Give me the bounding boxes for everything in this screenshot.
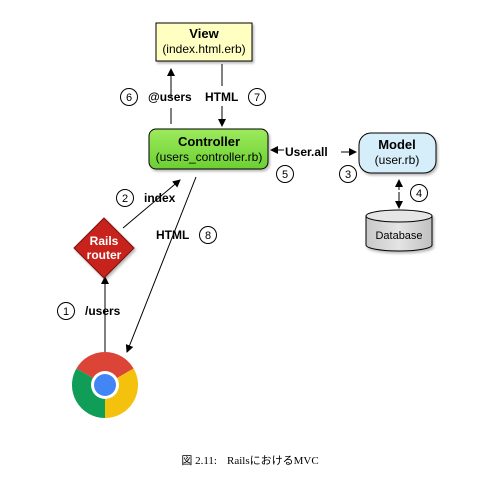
arrow-router-to-controller bbox=[122, 179, 181, 229]
step-3-marker: 3 bbox=[339, 165, 357, 183]
users-request-label: /users bbox=[85, 304, 121, 318]
database-label: Database bbox=[375, 230, 422, 242]
step-7-marker: 7 bbox=[248, 88, 266, 106]
view-node: View (index.html.erb) bbox=[155, 22, 253, 62]
step-4-number: 4 bbox=[416, 188, 422, 200]
response-html-label: HTML bbox=[156, 228, 189, 242]
figure-title: RailsにおけるMVC bbox=[226, 455, 319, 467]
figure-caption: 図 2.11: RailsにおけるMVC bbox=[0, 452, 500, 468]
view-subtitle: (index.html.erb) bbox=[162, 42, 245, 56]
router-label-line1: Rails bbox=[90, 234, 119, 248]
step-5-marker: 5 bbox=[276, 165, 294, 183]
controller-node: Controller (users_controller.rb) bbox=[148, 128, 269, 170]
step-1-number: 1 bbox=[63, 306, 69, 318]
step-4-marker: 4 bbox=[410, 184, 428, 202]
mvc-diagram: View (index.html.erb) Controller (users_… bbox=[57, 22, 437, 419]
user-all-label: User.all bbox=[285, 145, 328, 159]
step-6-number: 6 bbox=[126, 92, 132, 104]
step-8-marker: 8 bbox=[199, 226, 217, 244]
step-2-marker: 2 bbox=[116, 189, 134, 207]
view-html-label: HTML bbox=[205, 90, 238, 104]
step-3-number: 3 bbox=[345, 169, 351, 181]
step-2-number: 2 bbox=[122, 193, 128, 205]
chrome-icon bbox=[71, 351, 139, 419]
step-6-marker: 6 bbox=[120, 88, 138, 106]
step-8-number: 8 bbox=[205, 230, 211, 242]
figure-number: 図 2.11: bbox=[181, 455, 217, 467]
step-5-number: 5 bbox=[282, 169, 288, 181]
step-7-number: 7 bbox=[254, 92, 260, 104]
at-users-label: @users bbox=[148, 90, 192, 104]
model-title: Model bbox=[378, 137, 416, 152]
model-subtitle: (user.rb) bbox=[375, 153, 420, 167]
router-label-line2: router bbox=[87, 248, 122, 262]
index-label: index bbox=[144, 191, 176, 205]
controller-subtitle: (users_controller.rb) bbox=[156, 150, 263, 164]
view-title: View bbox=[189, 26, 219, 41]
model-node: Model (user.rb) bbox=[358, 132, 437, 174]
arrow-controller-to-browser bbox=[125, 176, 197, 353]
rails-router-node: Rails router bbox=[73, 217, 135, 279]
step-1-marker: 1 bbox=[57, 302, 75, 320]
database-node: Database bbox=[365, 209, 433, 252]
controller-title: Controller bbox=[178, 134, 240, 149]
edges bbox=[101, 64, 403, 353]
